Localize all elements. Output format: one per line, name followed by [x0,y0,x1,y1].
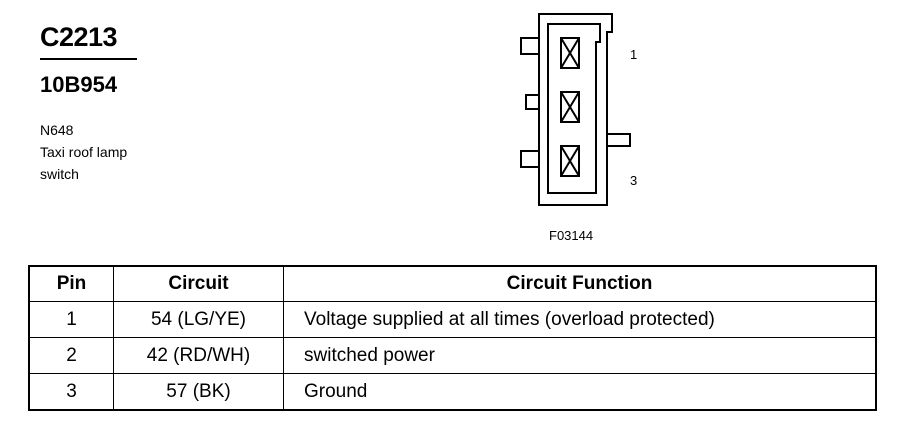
component-code: N648 [40,122,74,138]
table-header-row: Pin Circuit Circuit Function [28,265,877,302]
cell-pin: 3 [28,373,114,411]
figure-code: F03144 [549,228,594,243]
cell-function: Voltage supplied at all times (overload … [283,301,877,338]
table-row: 3 57 (BK) Ground [28,373,877,411]
cell-circuit: 54 (LG/YE) [113,301,284,338]
terminal-3 [560,145,580,177]
pinout-table: Pin Circuit Circuit Function 1 54 (LG/YE… [28,265,877,411]
cell-circuit: 57 (BK) [113,373,284,411]
component-description-line1: Taxi roof lamp [40,144,128,160]
terminal-1 [560,37,580,69]
table-row: 1 54 (LG/YE) Voltage supplied at all tim… [28,301,877,338]
cell-circuit: 42 (RD/WH) [113,337,284,374]
header-pin: Pin [28,265,114,302]
cell-function: switched power [283,337,877,374]
housing-inner [547,23,601,194]
cell-function: Ground [283,373,877,411]
connector-id-underline [40,58,137,60]
latch-tab-3 [520,150,540,168]
part-number: 10B954 [40,72,118,97]
latch-tab-2 [525,94,540,110]
component-description-line2: switch [40,166,79,182]
header-circuit-function: Circuit Function [283,265,877,302]
keying-tab [606,133,631,147]
pin-label-3: 3 [630,173,638,188]
header-circuit: Circuit [113,265,284,302]
cell-pin: 1 [28,301,114,338]
connector-diagram [515,10,645,220]
connector-id: C2213 [40,22,118,52]
pin-label-1: 1 [630,47,638,62]
latch-tab-1 [520,37,540,55]
housing-outer [538,13,613,206]
connector-face-drawing [520,13,631,206]
table-row: 2 42 (RD/WH) switched power [28,337,877,374]
cell-pin: 2 [28,337,114,374]
terminal-2 [560,91,580,123]
